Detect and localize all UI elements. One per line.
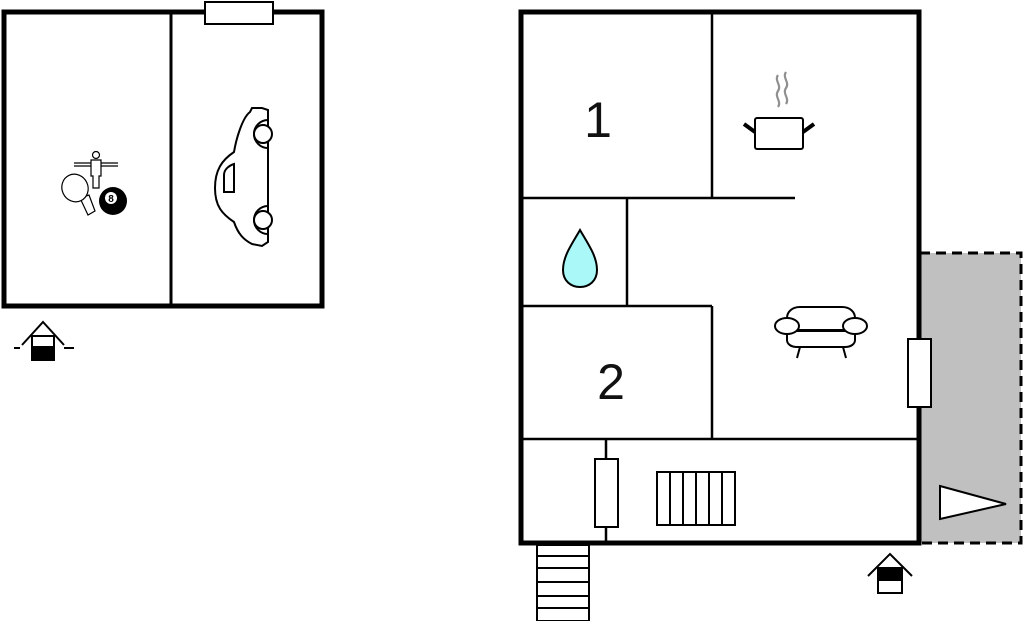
armchair-icon: [774, 306, 868, 359]
annex-window: [204, 1, 274, 25]
entrance-icon: [867, 552, 913, 594]
exterior-stairs: [536, 544, 590, 621]
car-icon: [213, 107, 273, 248]
water-drop-icon: [561, 227, 599, 289]
billiard-ball-number: 8: [108, 194, 114, 205]
entrance-icon: [14, 320, 74, 361]
cooking-pot-icon: [742, 71, 816, 150]
table-football-icon: [74, 150, 118, 189]
bedroom-2-label: 2: [597, 354, 625, 410]
main-house: 1 2: [518, 9, 1023, 621]
table-tennis-icon: [61, 173, 96, 216]
bedroom-1-label: 1: [584, 92, 612, 148]
annex-building: 8: [1, 1, 325, 361]
annex-outer-wall: [1, 9, 325, 309]
game-room: 8: [61, 150, 127, 216]
radiator-icon: [656, 471, 736, 526]
living-room-window: [907, 338, 932, 408]
hallway-door: [594, 458, 619, 528]
terrace-direction-arrow-icon: [939, 484, 1007, 521]
billiard-ball-icon: 8: [99, 187, 127, 215]
